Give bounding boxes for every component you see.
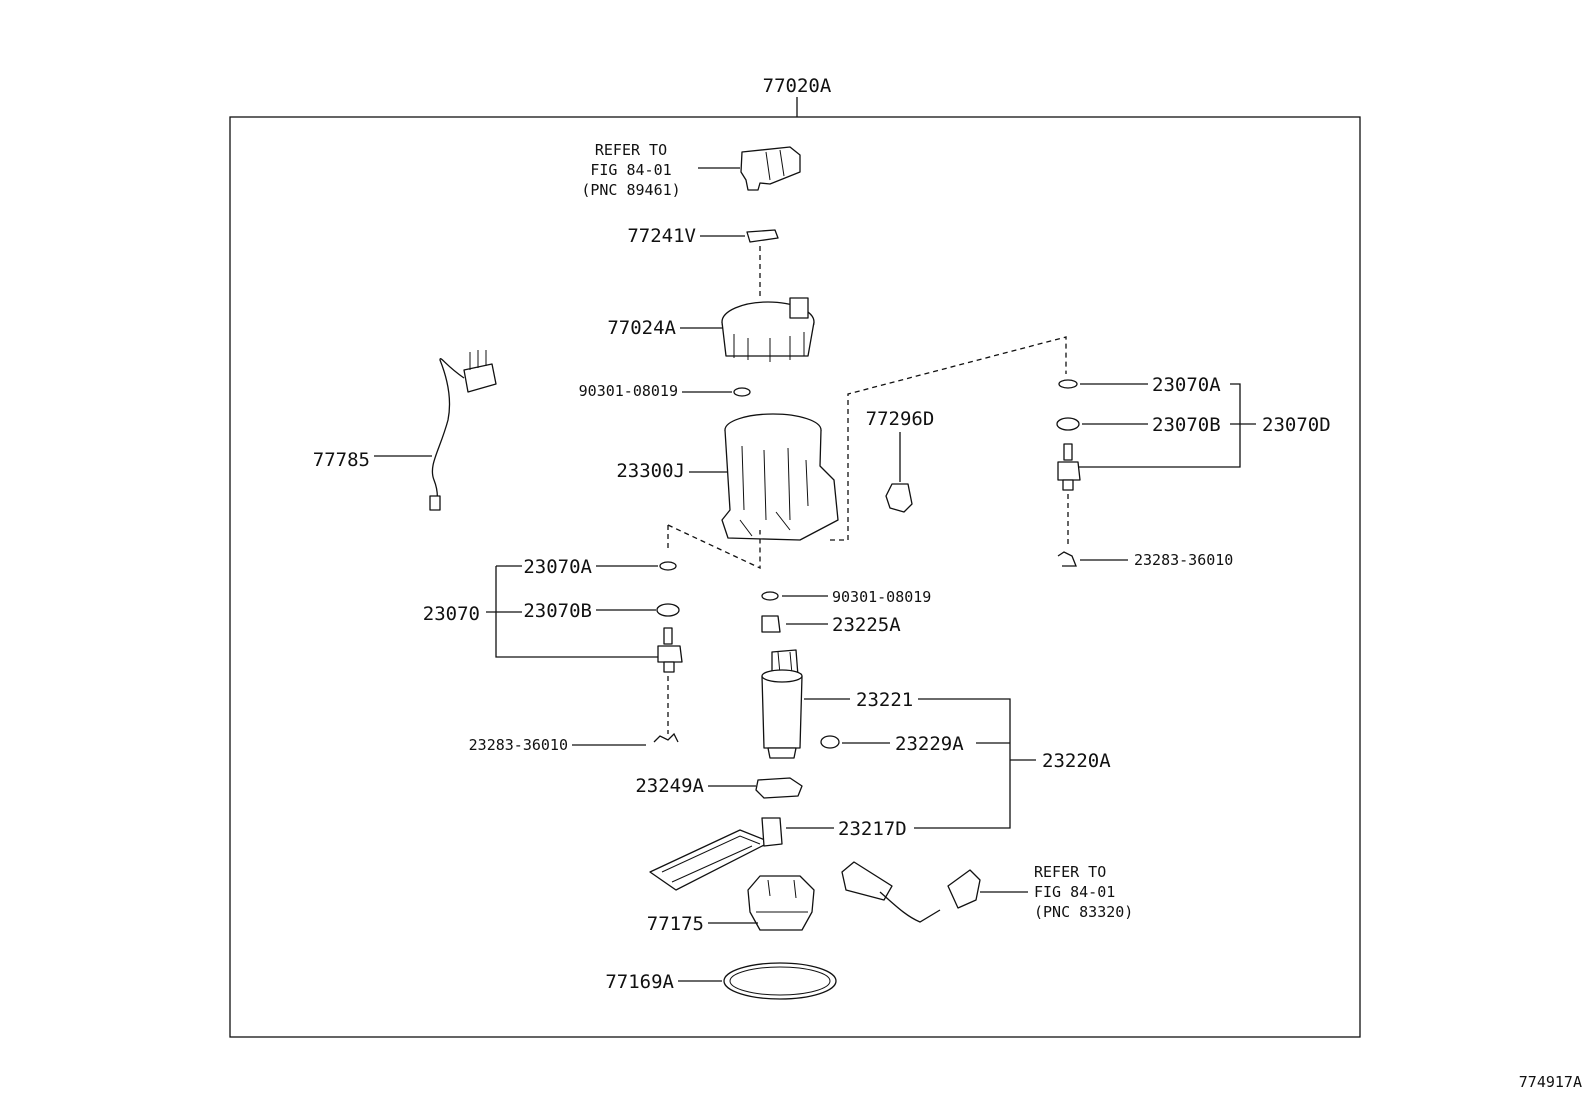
label-23070B-left[interactable]: 23070B [523,600,592,622]
sender-gauge-part [740,146,801,191]
label-77241V[interactable]: 77241V [627,225,696,247]
refer-bottom-line1: REFER TO [1034,863,1106,881]
label-77175[interactable]: 77175 [647,913,704,935]
regulator-left [657,627,683,673]
label-23070B-right[interactable]: 23070B [1152,414,1221,436]
label-77785[interactable]: 77785 [313,449,370,471]
oring-23070A-left [659,561,677,571]
harness-77785 [429,350,497,511]
sender-gauge-float [841,861,981,923]
bracket-77175 [747,875,815,931]
assembly-label[interactable]: 77020A [763,75,832,97]
label-23070D[interactable]: 23070D [1262,414,1331,436]
clip-23283-right [1057,551,1077,567]
refer-top-line3: (PNC 89461) [581,181,680,199]
figure-code: 774917A [1519,1073,1582,1091]
label-23225A[interactable]: 23225A [832,614,901,636]
bracket-23249A [755,777,803,799]
assembly-frame [229,116,1361,1038]
gasket-77169A [723,962,837,1000]
label-23070[interactable]: 23070 [423,603,480,625]
fuel-pump-23221 [761,649,803,759]
label-23220A[interactable]: 23220A [1042,750,1111,772]
clip-23283-left [653,732,679,743]
refer-top-line1: REFER TO [595,141,667,159]
label-77296D[interactable]: 77296D [866,408,935,430]
oring-23070B-right [1056,417,1080,431]
label-23221[interactable]: 23221 [856,689,913,711]
filter-23217D [649,817,783,891]
label-23070A-left[interactable]: 23070A [523,556,592,578]
spacer-23229A [820,735,840,749]
label-23217D[interactable]: 23217D [838,818,907,840]
label-90301-mid[interactable]: 90301-08019 [832,588,931,606]
oring-23070A-right [1058,379,1078,389]
label-90301-top[interactable]: 90301-08019 [579,382,678,400]
refer-note-top: REFER TO FIG 84-01 (PNC 89461) [581,141,680,199]
flange-77024A [721,297,815,362]
label-23283-right[interactable]: 23283-36010 [1134,551,1233,569]
oring-90301-mid [761,591,779,601]
bracket-77296D [885,483,913,513]
label-23300J[interactable]: 23300J [616,460,685,482]
refer-note-bottom: REFER TO FIG 84-01 (PNC 83320) [1034,863,1133,921]
regulator-right [1057,443,1081,491]
oring-23070B-left [656,603,680,617]
cushion-23225A [761,615,781,633]
label-23283-left[interactable]: 23283-36010 [469,736,568,754]
clip-77241V [746,229,779,243]
label-23249A[interactable]: 23249A [635,775,704,797]
label-23070A-right[interactable]: 23070A [1152,374,1221,396]
refer-bottom-line3: (PNC 83320) [1034,903,1133,921]
refer-bottom-line2: FIG 84-01 [1034,883,1115,901]
refer-top-line2: FIG 84-01 [590,161,671,179]
label-23229A[interactable]: 23229A [895,733,964,755]
oring-90301-top [733,387,751,397]
canister-23300J [721,413,839,541]
label-77169A[interactable]: 77169A [605,971,674,993]
label-77024A[interactable]: 77024A [607,317,676,339]
